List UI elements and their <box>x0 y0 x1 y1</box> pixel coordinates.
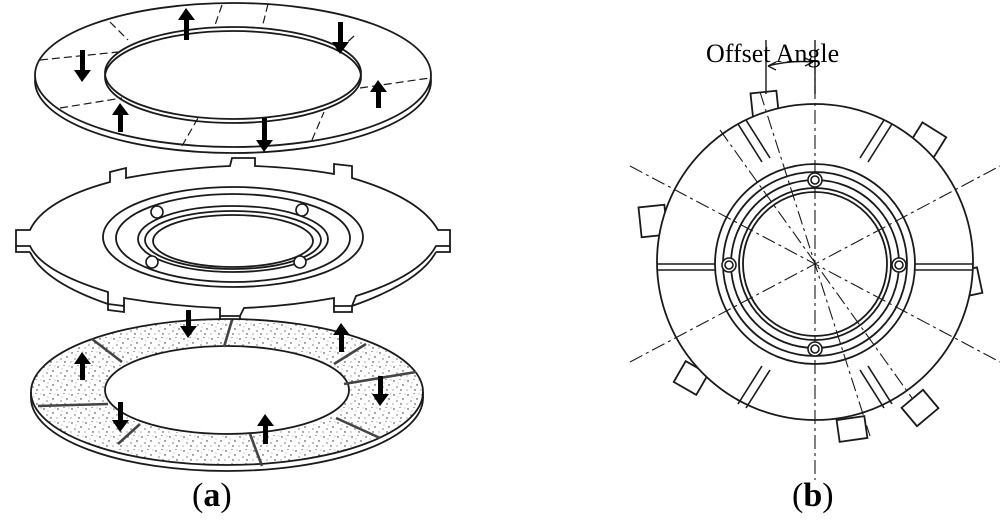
panel-a-exploded-view: (a) <box>0 0 520 520</box>
pin-hole-icon <box>810 344 820 354</box>
offset-angle-label: Offset Angle <box>706 39 839 68</box>
pin-hole-icon <box>810 175 820 185</box>
offset-angle-annotation <box>765 40 816 94</box>
force-arrow-icon <box>112 103 129 132</box>
force-arrow-icon <box>257 414 274 444</box>
force-arrows <box>74 8 389 444</box>
panel-a-caption: (a) <box>192 477 232 514</box>
force-arrow-icon <box>256 118 273 152</box>
force-arrow-icon <box>178 8 195 40</box>
force-arrow-icon <box>112 402 129 432</box>
force-arrow-icon <box>180 310 197 338</box>
force-arrow-icon <box>372 376 389 406</box>
pin-hole-icon <box>894 260 904 270</box>
force-arrow-icon <box>333 323 350 352</box>
bottom-friction-plate <box>0 0 520 520</box>
force-arrow-icon <box>370 80 387 108</box>
tab-icon <box>900 388 940 428</box>
force-arrow-icon <box>74 352 91 380</box>
tab-icon <box>835 415 869 443</box>
pin-hole-icon <box>724 260 734 270</box>
force-arrow-icon <box>74 50 91 82</box>
force-arrow-icon <box>332 22 349 54</box>
panel-b-top-view: Offset Angle (b) <box>629 39 1000 514</box>
panel-b-caption: (b) <box>792 477 834 514</box>
